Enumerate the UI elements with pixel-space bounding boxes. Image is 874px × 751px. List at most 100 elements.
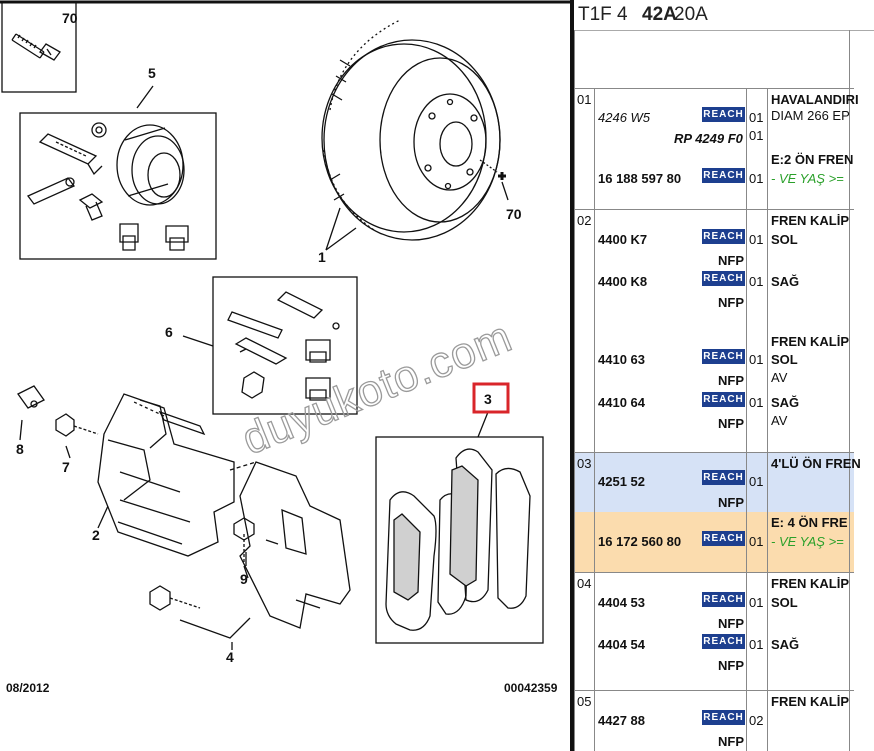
qty: 02 bbox=[749, 713, 764, 728]
desc: FREN KALİP bbox=[771, 694, 849, 709]
side: SOL bbox=[771, 232, 798, 247]
part-ref[interactable]: 4400 K8 bbox=[598, 274, 648, 289]
nfp: NFP bbox=[718, 616, 744, 631]
nfp: NFP bbox=[718, 495, 744, 510]
part-8-clip[interactable] bbox=[17, 385, 45, 441]
side: SOL bbox=[771, 352, 798, 367]
part-ref[interactable]: 4410 64 bbox=[598, 395, 645, 410]
reach-badge: REACH bbox=[702, 271, 745, 286]
callout-1: 1 bbox=[318, 249, 326, 265]
disc-screw bbox=[498, 172, 506, 180]
side: SAĞ bbox=[771, 274, 800, 289]
pos: AV bbox=[771, 413, 788, 428]
qty: 01 bbox=[749, 352, 764, 367]
callout-6: 6 bbox=[165, 324, 173, 340]
group-no-04: 04 bbox=[577, 576, 592, 591]
part-ref[interactable]: 4400 K7 bbox=[598, 232, 648, 247]
group-no-03: 03 bbox=[577, 456, 592, 471]
callout-70a: 70 bbox=[62, 10, 78, 26]
part-ref[interactable]: 4404 54 bbox=[598, 637, 645, 652]
reach-badge: REACH bbox=[702, 592, 745, 607]
caliper-carrier[interactable] bbox=[229, 461, 351, 629]
nfp: NFP bbox=[718, 253, 744, 268]
desc: HAVALANDIRI bbox=[771, 92, 859, 107]
side: SOL bbox=[771, 595, 798, 610]
part-ref[interactable]: 16 172 560 80 bbox=[598, 534, 682, 549]
part-ref[interactable]: RP 4249 F0 bbox=[674, 131, 743, 146]
part-ref[interactable]: 4251 52 bbox=[598, 474, 645, 489]
parts-list-panel: T1F 4 42A 20A 01 4246 W5 REACH 01 HAVALA… bbox=[574, 0, 874, 751]
drawing-number: 00042359 bbox=[504, 681, 558, 695]
side: SAĞ bbox=[771, 395, 800, 410]
leader-2 bbox=[97, 505, 109, 529]
reach-badge: REACH bbox=[702, 710, 745, 725]
qty: 01 bbox=[749, 110, 764, 125]
desc: DIAM 266 EP bbox=[771, 108, 850, 123]
part-ref[interactable]: 4246 W5 bbox=[598, 110, 651, 125]
pos: AV bbox=[771, 370, 788, 385]
callout-70b: 70 bbox=[506, 206, 522, 222]
reach-badge: REACH bbox=[702, 470, 745, 485]
callout-8: 8 bbox=[16, 441, 24, 457]
leader-9 bbox=[243, 565, 249, 579]
nfp: NFP bbox=[718, 734, 744, 749]
callout-5: 5 bbox=[148, 65, 156, 81]
part-9-bolt[interactable] bbox=[233, 517, 255, 566]
nfp: NFP bbox=[718, 295, 744, 310]
nfp: NFP bbox=[718, 373, 744, 388]
part-5-box[interactable] bbox=[19, 85, 217, 260]
brake-disc[interactable] bbox=[321, 19, 501, 251]
reach-badge: REACH bbox=[702, 349, 745, 364]
note: - VE YAŞ >= bbox=[771, 534, 844, 549]
desc: FREN KALİP bbox=[771, 576, 849, 591]
callout-3: 3 bbox=[484, 391, 492, 407]
callout-9: 9 bbox=[240, 571, 248, 587]
part-3-box[interactable] bbox=[375, 411, 544, 644]
part-ref[interactable]: 4427 88 bbox=[598, 713, 645, 728]
callout-4: 4 bbox=[226, 649, 234, 665]
qty: 01 bbox=[749, 474, 764, 489]
part-ref[interactable]: 4410 63 bbox=[598, 352, 645, 367]
nfp: NFP bbox=[718, 416, 744, 431]
desc: FREN KALİP bbox=[771, 213, 849, 228]
desc: E: 4 ÖN FRE bbox=[771, 515, 848, 530]
callout-labels: 70 5 70 1 6 3 8 7 2 9 4 08/2012 00042359 bbox=[6, 10, 558, 695]
part-4-bolt[interactable] bbox=[149, 585, 251, 639]
group-no-05: 05 bbox=[577, 694, 592, 709]
qty: 01 bbox=[749, 128, 764, 143]
reach-badge: REACH bbox=[702, 229, 745, 244]
exploded-brake-diagram: 70 5 70 1 6 3 8 7 2 9 4 08/2012 00042359… bbox=[0, 0, 572, 695]
caliper-body[interactable] bbox=[97, 393, 235, 557]
callout-2: 2 bbox=[92, 527, 100, 543]
part-ref[interactable]: 4404 53 bbox=[598, 595, 645, 610]
qty: 01 bbox=[749, 595, 764, 610]
reach-badge: REACH bbox=[702, 168, 745, 183]
qty: 01 bbox=[749, 232, 764, 247]
callout-3-highlight bbox=[472, 382, 510, 414]
group-no-02: 02 bbox=[577, 213, 592, 228]
reach-badge: REACH bbox=[702, 531, 745, 546]
note: - VE YAŞ >= bbox=[771, 171, 844, 186]
qty: 01 bbox=[749, 534, 764, 549]
callout-7: 7 bbox=[62, 459, 70, 475]
qty: 01 bbox=[749, 395, 764, 410]
qty: 01 bbox=[749, 171, 764, 186]
date-code: 08/2012 bbox=[6, 681, 50, 695]
desc: FREN KALİP bbox=[771, 334, 849, 349]
parts-title: T1F 4 42A 20A bbox=[574, 0, 874, 31]
nfp: NFP bbox=[718, 658, 744, 673]
desc: 4'LÜ ÖN FREN bbox=[771, 456, 861, 471]
side: SAĞ bbox=[771, 637, 800, 652]
part-70-box[interactable] bbox=[1, 1, 77, 93]
desc: E:2 ÖN FREN bbox=[771, 152, 854, 167]
part-7-bolt[interactable] bbox=[55, 413, 99, 459]
part-ref[interactable]: 16 188 597 80 bbox=[598, 171, 682, 186]
qty: 01 bbox=[749, 637, 764, 652]
part-6-box[interactable] bbox=[182, 276, 358, 415]
reach-badge: REACH bbox=[702, 107, 745, 122]
group-no-01: 01 bbox=[577, 92, 592, 107]
reach-badge: REACH bbox=[702, 634, 745, 649]
panel-divider bbox=[570, 0, 574, 751]
watermark-text: duyukoto.com bbox=[235, 312, 518, 465]
qty: 01 bbox=[749, 274, 764, 289]
